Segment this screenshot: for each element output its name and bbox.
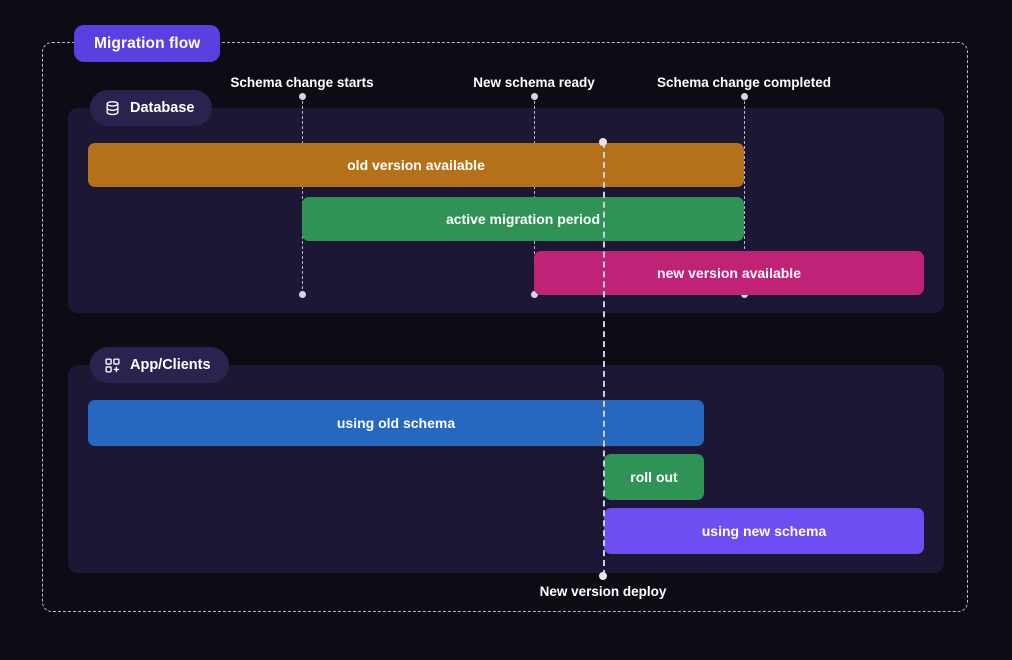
apps-add-icon (104, 357, 121, 374)
lane-badge-label: Database (130, 100, 195, 116)
milestone-dot-top (740, 92, 748, 100)
database-icon (104, 100, 121, 117)
milestone-dot-bottom (530, 290, 538, 298)
bar-active-migration-period[interactable]: active migration period (302, 197, 744, 241)
deploy-marker-label: New version deploy (539, 584, 667, 599)
bar-using-new-schema[interactable]: using new schema (604, 508, 924, 554)
milestone-line (744, 96, 745, 294)
deploy-marker-line (603, 142, 605, 576)
bar-roll-out[interactable]: roll out (604, 454, 704, 500)
bar-using-old-schema[interactable]: using old schema (88, 400, 704, 446)
milestone-dot-top (298, 92, 306, 100)
bar-new-version-available[interactable]: new version available (534, 251, 924, 295)
milestone-line (302, 96, 303, 294)
bar-old-version-available[interactable]: old version available (88, 143, 744, 187)
deploy-marker-dot-bottom (599, 572, 607, 580)
lane-badge-app-clients: App/Clients (90, 347, 229, 383)
diagram-outer-frame (42, 42, 968, 612)
milestone-dot-top (530, 92, 538, 100)
milestone-label-schema-change-starts: Schema change starts (230, 75, 374, 90)
lane-badge-label: App/Clients (130, 357, 211, 373)
milestone-label-schema-change-completed: Schema change completed (656, 75, 832, 90)
lane-badge-database: Database (90, 90, 213, 126)
milestone-line (534, 96, 535, 294)
migration-flow-title-badge: Migration flow (74, 25, 221, 62)
deploy-marker-dot-top (599, 138, 607, 146)
milestone-dot-bottom (298, 290, 306, 298)
milestone-label-new-schema-ready: New schema ready (473, 75, 595, 90)
